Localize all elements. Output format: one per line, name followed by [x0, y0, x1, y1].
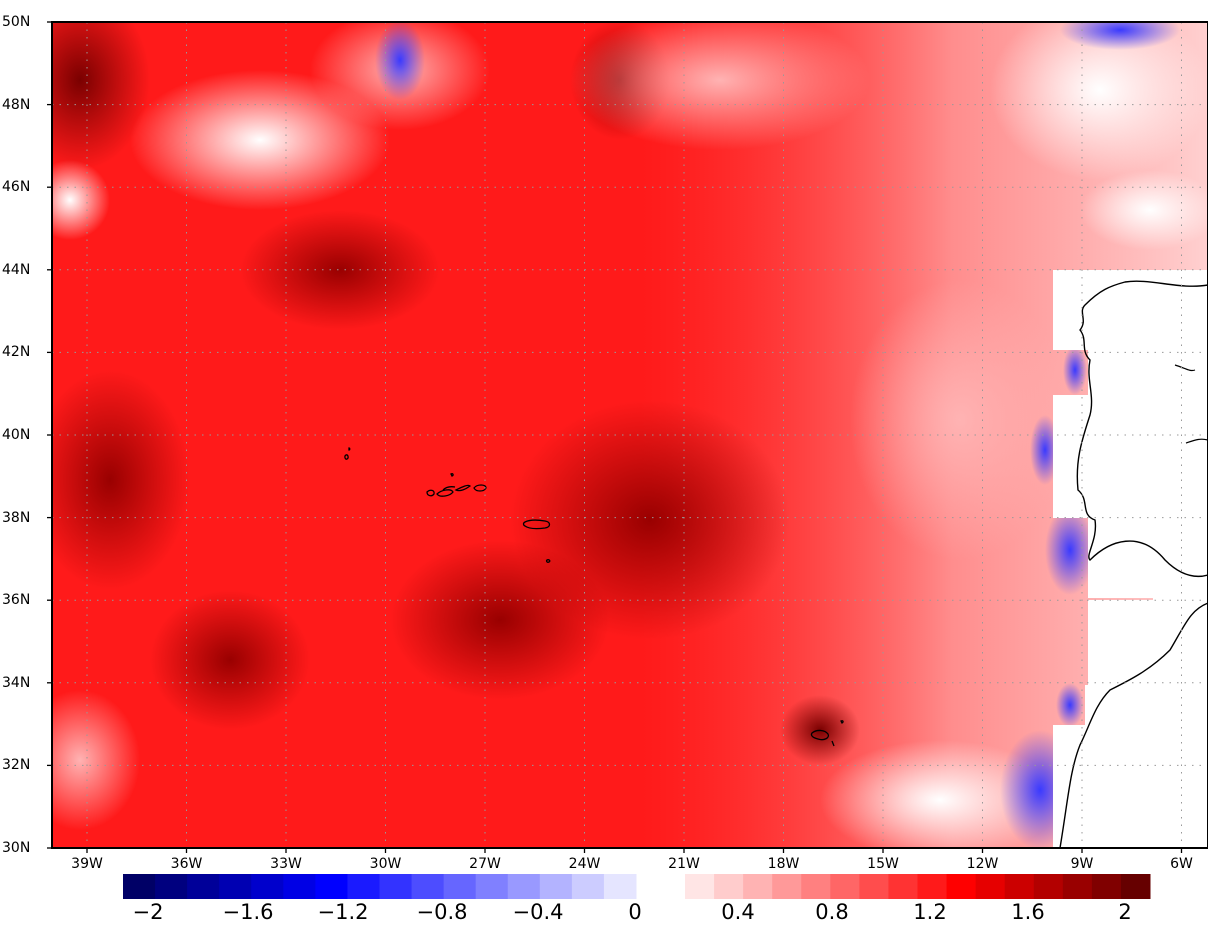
colorbar-swatch-positive [1004, 874, 1035, 899]
colorbar-label: −1.6 [222, 900, 274, 924]
colorbar-swatch-positive [917, 874, 948, 899]
azores-graciosa [450, 473, 454, 477]
madeira [810, 729, 830, 741]
lon-label: 6W [1170, 856, 1193, 872]
colorbar-label: −1.2 [317, 900, 369, 924]
colorbar-label: 0.4 [721, 900, 755, 924]
graticule [52, 22, 1208, 848]
azores-sao-miguel [522, 519, 551, 530]
lon-label: 18W [767, 856, 800, 872]
azores-santa-maria [545, 559, 551, 563]
lat-label: 40N [2, 427, 31, 443]
colorbar-label: 1.6 [1011, 900, 1045, 924]
colorbar-swatch-positive [830, 874, 860, 899]
colorbar-swatch-negative [443, 874, 477, 899]
colorbar-swatch-negative [603, 874, 637, 899]
lon-label: 30W [369, 856, 402, 872]
colorbar-label: 1.2 [913, 900, 947, 924]
azores-flores [344, 454, 349, 460]
colorbar-label: 2 [1118, 900, 1132, 924]
islands [344, 447, 844, 747]
colorbar-swatch-positive [975, 874, 1006, 899]
lon-label: 15W [867, 856, 899, 872]
lon-label: 36W [170, 856, 203, 872]
porto-santo [840, 720, 844, 724]
lat-label: 42N [2, 344, 31, 361]
colorbar-swatch-positive [946, 874, 977, 899]
lon-label: 21W [668, 856, 700, 872]
colorbar-swatch-negative [411, 874, 445, 899]
azores-terceira [473, 484, 487, 492]
colorbar-swatch-negative [187, 874, 220, 899]
lat-label: 32N [2, 757, 31, 774]
colorbar-label: −2 [132, 900, 164, 924]
anomaly-field [52, 22, 1208, 848]
lat-label: 38N [2, 509, 31, 526]
lon-label: 12W [966, 856, 999, 872]
colorbar-swatch-positive [714, 874, 744, 899]
azores-corvo [348, 447, 351, 451]
colorbar-swatch-negative [123, 874, 156, 899]
lon-label: 27W [469, 856, 501, 872]
colorbar-swatch-positive [1120, 874, 1151, 899]
colorbar-label: 0 [628, 900, 642, 924]
colorbar-swatch-positive [1033, 874, 1064, 899]
lon-label: 39W [71, 856, 103, 872]
land-mass [1053, 270, 1208, 848]
azores-faial-pico [426, 486, 456, 497]
colorbar-swatch-positive [1091, 874, 1122, 899]
colorbar-label: −0.8 [416, 900, 468, 924]
lat-label: 34N [2, 674, 31, 691]
colorbar-swatch-positive [772, 874, 802, 899]
colorbar-swatch-negative [251, 874, 284, 899]
colorbar-swatch-negative [283, 874, 316, 899]
lat-label: 30N [2, 840, 31, 856]
lat-label: 50N [2, 14, 31, 30]
colorbar-swatch-positive [1062, 874, 1093, 899]
iberia-coastline [1076, 280, 1208, 577]
colorbar-swatch-positive [743, 874, 773, 899]
africa-coastline [1059, 602, 1208, 848]
tick-marks [47, 21, 1183, 853]
colorbar-swatch-positive [685, 874, 715, 899]
colorbar-label: −0.4 [512, 900, 564, 924]
lat-label: 46N [2, 179, 31, 196]
colorbar-swatch-negative [475, 874, 509, 899]
lon-label: 24W [568, 856, 601, 872]
colorbar-swatch-negative [219, 874, 252, 899]
colorbar-label: 0.8 [815, 900, 849, 924]
colorbar-swatch-negative [379, 874, 413, 899]
lon-label: 33W [270, 856, 302, 872]
lat-label: 48N [2, 96, 31, 113]
colorbar-swatch-negative [347, 874, 380, 899]
colorbar-swatch-negative [507, 874, 541, 899]
lat-label: 44N [2, 261, 31, 278]
colorbar-swatch-positive [801, 874, 831, 899]
colorbar-swatch-positive [859, 874, 889, 899]
colorbar-swatch-negative [539, 874, 573, 899]
azores-sao-jorge [454, 484, 471, 492]
colorbar-swatch-positive [888, 874, 918, 899]
lon-label: 9W [1070, 856, 1094, 872]
colorbar-swatch-negative [155, 874, 188, 899]
desertas [831, 740, 835, 747]
colorbar [123, 874, 1151, 899]
lat-label: 36N [2, 592, 31, 609]
colorbar-swatch-negative [571, 874, 605, 899]
colorbar-swatch-negative [315, 874, 348, 899]
